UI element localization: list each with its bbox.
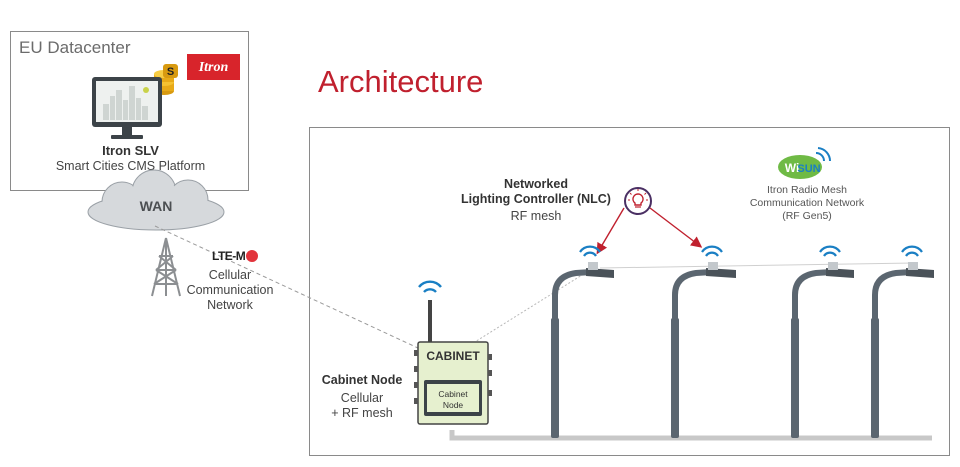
- datacenter-panel: EU Datacenter Itron S Itron SLV Smart Ci…: [10, 31, 249, 191]
- streetlight-1: [551, 245, 614, 438]
- cabinet-node-desc-2: + RF mesh: [331, 406, 393, 420]
- platform-description: Smart Cities CMS Platform: [55, 159, 206, 173]
- cellular-link-line: [154, 225, 419, 349]
- nlc-arrow-right: [649, 207, 703, 248]
- wifi-signal-icon: [901, 245, 923, 257]
- platform-name: Itron SLV: [102, 143, 159, 158]
- wisun-logo-right: SUN: [797, 163, 820, 175]
- nlc-line-1: Networked: [504, 177, 568, 191]
- cabinet-node-desc-1: Cellular: [340, 391, 384, 405]
- cabinet-inner-line-2: Node: [443, 400, 464, 410]
- wisun-label: Itron Radio Mesh Communication Network (…: [732, 184, 882, 223]
- datacenter-title: EU Datacenter: [19, 38, 131, 57]
- nlc-label: Networked Lighting Controller (NLC) RF m…: [446, 177, 626, 224]
- wisun-line-1: Itron Radio Mesh: [767, 184, 847, 196]
- lte-m-dot-icon: [246, 250, 258, 262]
- ground-line: [449, 430, 932, 441]
- wisun-logo: Wi SUN: [778, 147, 832, 179]
- wifi-signal-icon: [418, 280, 442, 293]
- lte-m-badge: LTE-M: [212, 249, 246, 263]
- cabinet-node-label: Cabinet Node Cellular + RF mesh: [312, 373, 412, 421]
- monitor-city-icon: [92, 77, 162, 139]
- lte-m-text: LTE-M: [212, 249, 246, 263]
- architecture-frame: [309, 127, 950, 456]
- svg-text:S: S: [167, 66, 174, 78]
- wan-cloud-icon: WAN: [87, 169, 225, 231]
- rf-mesh-line: [599, 262, 916, 269]
- cabinet-antenna: [418, 280, 442, 344]
- wifi-signal-icon: [819, 245, 841, 257]
- itron-logo: Itron: [187, 54, 240, 80]
- wifi-signal-icon: [701, 245, 723, 257]
- wisun-logo-left: Wi: [785, 161, 800, 175]
- streetlight-4: [871, 245, 934, 438]
- cellular-line-1: Cellular: [208, 268, 252, 282]
- cabinet-mesh-link: [469, 269, 591, 346]
- cellular-line-2: Communication: [186, 283, 274, 297]
- nlc-line-2: Lighting Controller (NLC): [461, 192, 611, 206]
- cabinet-node-icon: CABINET Cabinet Node: [414, 341, 492, 425]
- streetlight-3: [791, 245, 854, 438]
- nlc-arrow-left: [596, 207, 625, 255]
- streetlight-2: [671, 245, 736, 438]
- cabinet-inner-line-1: Cabinet: [438, 389, 468, 399]
- cellular-line-3: Network: [207, 298, 253, 312]
- cabinet-node-title: Cabinet Node: [321, 373, 403, 387]
- lightbulb-icon: [624, 187, 652, 215]
- itron-logo-text: Itron: [198, 60, 229, 75]
- architecture-title: Architecture: [318, 64, 484, 99]
- wisun-line-2: Communication Network: [749, 197, 865, 209]
- cabinet-box-label: CABINET: [426, 349, 480, 363]
- cellular-network-label: Cellular Communication Network: [180, 268, 280, 313]
- wan-label: WAN: [140, 198, 173, 214]
- nlc-line-3: RF mesh: [510, 209, 562, 223]
- wisun-line-3: (RF Gen5): [782, 210, 832, 222]
- cell-tower-icon: [151, 237, 181, 297]
- wifi-signal-icon: [579, 245, 601, 257]
